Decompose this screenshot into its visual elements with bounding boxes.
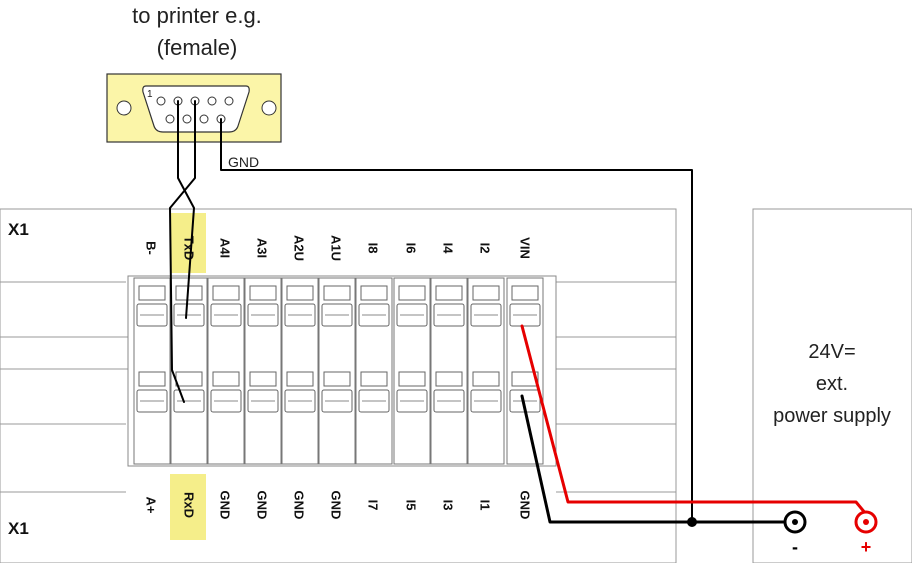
terminal-column bbox=[318, 277, 356, 465]
minus-label: - bbox=[792, 537, 798, 557]
wire-txd bbox=[177, 100, 195, 319]
terminal-column bbox=[430, 277, 468, 465]
terminal-label-bottom: RxD bbox=[182, 492, 197, 518]
terminal-label-bottom: GND bbox=[218, 491, 233, 520]
power-supply-line3: power supply bbox=[773, 405, 891, 427]
rxd-highlight bbox=[170, 474, 206, 540]
plus-terminal-center bbox=[863, 519, 869, 525]
clamp-slot-icon bbox=[472, 371, 500, 387]
terminal-label-top: A3I bbox=[255, 238, 270, 258]
db9-female-connector: 1 bbox=[106, 73, 282, 143]
terminal-label-bottom: GND bbox=[292, 491, 307, 520]
wires bbox=[169, 100, 868, 527]
terminal-label-top: A4I bbox=[218, 238, 233, 258]
terminal-column bbox=[133, 277, 171, 465]
terminal-label-bottom: I1 bbox=[478, 500, 493, 511]
terminal-label-top: I6 bbox=[404, 243, 419, 254]
mount-hole-left-icon bbox=[116, 100, 132, 116]
terminal-label-top: TxD bbox=[182, 236, 197, 261]
power-supply-line2: ext. bbox=[816, 373, 848, 395]
terminal-label-bottom: I7 bbox=[366, 500, 381, 511]
wire-gnd-supply bbox=[520, 394, 786, 524]
clamp-slot-icon bbox=[138, 285, 166, 301]
mount-hole-right-icon bbox=[261, 100, 277, 116]
terminal-column bbox=[506, 277, 544, 465]
clamp-slot-icon bbox=[212, 371, 240, 387]
clamp-slot-icon bbox=[323, 371, 351, 387]
terminal-column bbox=[355, 277, 393, 465]
terminal-title-top: X1 bbox=[8, 220, 29, 239]
terminal-label-top: A2U bbox=[292, 235, 307, 261]
terminal-label-bottom: GND bbox=[329, 491, 344, 520]
terminal-label-bottom: GND bbox=[518, 491, 533, 520]
clamp-slot-icon bbox=[511, 371, 539, 387]
power-supply-box bbox=[752, 208, 912, 563]
wire-gnd-printer bbox=[220, 118, 693, 523]
terminal-label-bottom: GND bbox=[255, 491, 270, 520]
terminal-label-top: I2 bbox=[478, 243, 493, 254]
minus-terminal-center bbox=[792, 519, 798, 525]
connector-title-line2: (female) bbox=[157, 35, 238, 60]
terminal-label-bottom: I3 bbox=[441, 500, 456, 511]
terminal-title-bottom: X1 bbox=[8, 519, 29, 538]
connector-title-line1: to printer e.g. bbox=[132, 3, 262, 28]
terminal-label-bottom: A+ bbox=[144, 497, 159, 514]
terminal-label-top: I8 bbox=[366, 243, 381, 254]
clamp-slot-icon bbox=[398, 285, 426, 301]
terminal-column bbox=[393, 277, 431, 465]
clamp-slot-icon bbox=[323, 285, 351, 301]
terminal-label-top: A1U bbox=[329, 235, 344, 261]
clamp-slot-icon bbox=[175, 371, 203, 387]
clamp-slot-icon bbox=[472, 285, 500, 301]
txd-highlight bbox=[170, 213, 206, 273]
wire-rxd bbox=[169, 100, 196, 403]
clamp-slot-icon bbox=[286, 285, 314, 301]
clamp-slot-icon bbox=[212, 285, 240, 301]
terminal-column bbox=[244, 277, 282, 465]
power-supply-line1: 24V= bbox=[808, 341, 855, 363]
clamp-slot-icon bbox=[249, 371, 277, 387]
clamp-slot-icon bbox=[249, 285, 277, 301]
terminal-column bbox=[467, 277, 505, 465]
plus-label: + bbox=[861, 537, 872, 557]
clamp-slot-icon bbox=[360, 371, 388, 387]
clamp-slot-icon bbox=[435, 371, 463, 387]
terminal-label-top: VIN bbox=[518, 237, 533, 259]
connector-pins bbox=[156, 96, 234, 124]
terminal-strip bbox=[127, 275, 557, 467]
clamp-slot-icon bbox=[360, 285, 388, 301]
terminal-column bbox=[281, 277, 319, 465]
clamp-slot-icon bbox=[435, 285, 463, 301]
gnd-wire-label: GND bbox=[228, 154, 259, 170]
terminal-labels-top: B- TxD A4I A3I A2U A1U I8 I6 I4 I2 VIN bbox=[144, 235, 533, 261]
clamp-slot-icon bbox=[511, 285, 539, 301]
terminal-labels-bottom: A+ RxD GND GND GND GND I7 I5 I3 I1 GND bbox=[144, 491, 533, 520]
clamp-slot-icon bbox=[286, 371, 314, 387]
pin1-label: 1 bbox=[147, 89, 153, 100]
junction-dot bbox=[687, 517, 697, 527]
terminal-label-top: I4 bbox=[441, 243, 456, 255]
terminal-label-top: B- bbox=[144, 241, 159, 255]
clamp-slot-icon bbox=[138, 371, 166, 387]
clamp-slot-icon bbox=[398, 371, 426, 387]
terminal-column bbox=[207, 277, 245, 465]
terminal-label-bottom: I5 bbox=[404, 500, 419, 511]
wire-vin-positive bbox=[520, 324, 868, 516]
